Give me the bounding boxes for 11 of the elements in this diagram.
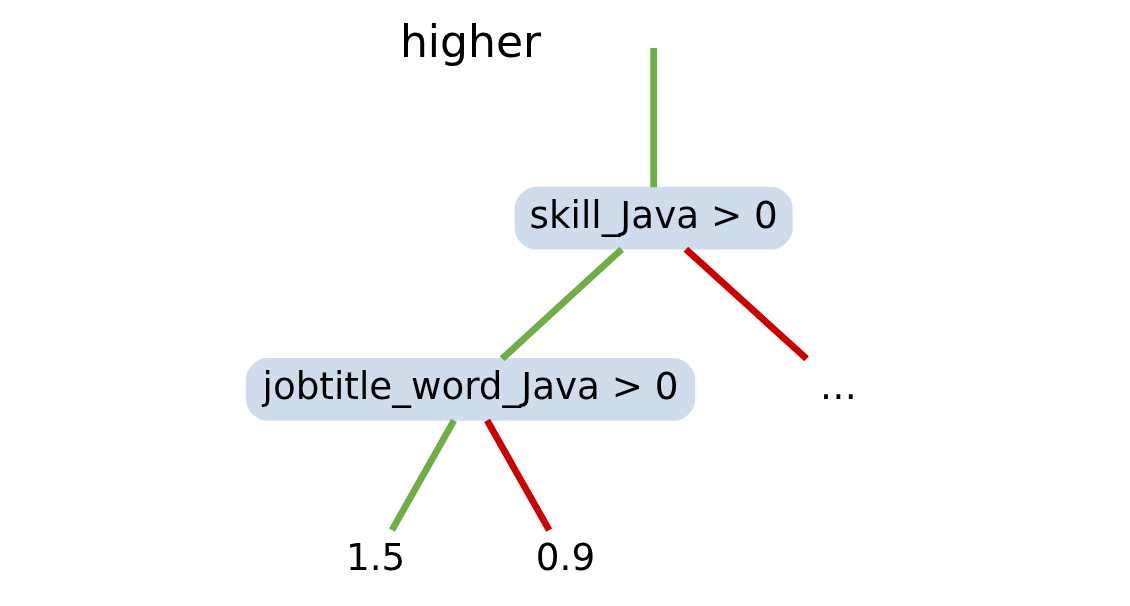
connector [683,246,809,362]
connector [388,418,457,532]
node-box: skill_Java > 0 [514,186,793,250]
node-text: … [819,363,857,408]
node-box: jobtitle_word_Java > 0 [245,358,695,421]
node-text: 1.5 [345,535,405,580]
connector [483,418,552,532]
connector [499,246,624,362]
label: higher [399,15,541,67]
node-text: 0.9 [535,535,595,580]
connector [649,47,657,188]
